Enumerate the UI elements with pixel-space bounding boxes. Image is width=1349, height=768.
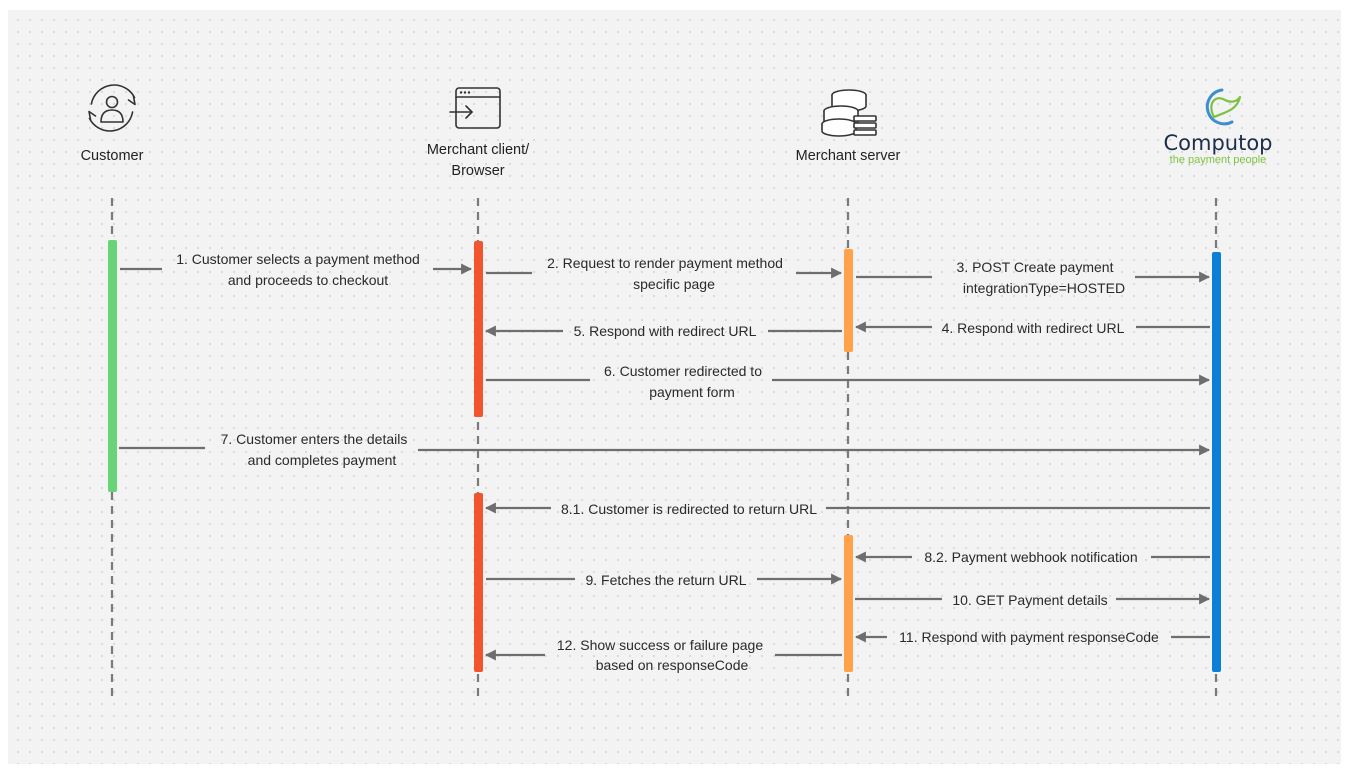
participant-label-client: Merchant client/ [427, 142, 530, 158]
activation-bar-server [844, 249, 853, 352]
computop-logo-tagline: the payment people [1170, 154, 1267, 166]
message-label-1: and proceeds to checkout [228, 272, 388, 288]
message-label-10: 10. GET Payment details [952, 592, 1107, 608]
message-label-12: based on responseCode [596, 657, 749, 673]
message-label-7: 7. Customer enters the details [221, 431, 408, 447]
message-arrows [119, 263, 1211, 661]
message-label-2: specific page [633, 276, 715, 292]
participant-label-customer: Customer [81, 148, 144, 164]
database-stack-icon [821, 89, 877, 137]
activation-bar-computop [1212, 252, 1221, 672]
message-label-6: 6. Customer redirected to [604, 363, 762, 379]
participant-label-server: Merchant server [796, 148, 901, 164]
message-label-8-2: 8.2. Payment webhook notification [924, 549, 1137, 565]
computop-logo-icon: Computop the payment people [1163, 88, 1273, 166]
customer-refresh-user-icon [88, 84, 136, 132]
message-label-11: 11. Respond with payment responseCode [899, 629, 1159, 645]
message-label-4: 4. Respond with redirect URL [942, 320, 1125, 336]
activation-bar-customer [108, 240, 117, 492]
message-labels: 1. Customer selects a payment method and… [176, 251, 1159, 673]
message-label-2: 2. Request to render payment method [547, 255, 783, 271]
computop-logo-name: Computop [1163, 131, 1272, 155]
activation-bar-client [474, 241, 483, 417]
message-label-3: 3. POST Create payment [957, 259, 1114, 275]
browser-window-arrow-icon [449, 87, 501, 129]
message-label-3: integrationType=HOSTED [963, 280, 1125, 296]
participant-label-client: Browser [451, 163, 504, 179]
activation-bar-server [844, 535, 853, 672]
message-label-5: 5. Respond with redirect URL [574, 323, 757, 339]
message-label-9: 9. Fetches the return URL [585, 572, 746, 588]
message-label-7: and completes payment [248, 452, 397, 468]
activation-bar-client [474, 493, 483, 672]
message-label-12: 12. Show success or failure page [557, 637, 763, 653]
message-label-1: 1. Customer selects a payment method [176, 251, 420, 267]
activation-bars [108, 240, 1221, 672]
message-label-8-1: 8.1. Customer is redirected to return UR… [561, 501, 817, 517]
diagram-canvas [8, 10, 1341, 764]
message-label-6: payment form [649, 384, 735, 400]
